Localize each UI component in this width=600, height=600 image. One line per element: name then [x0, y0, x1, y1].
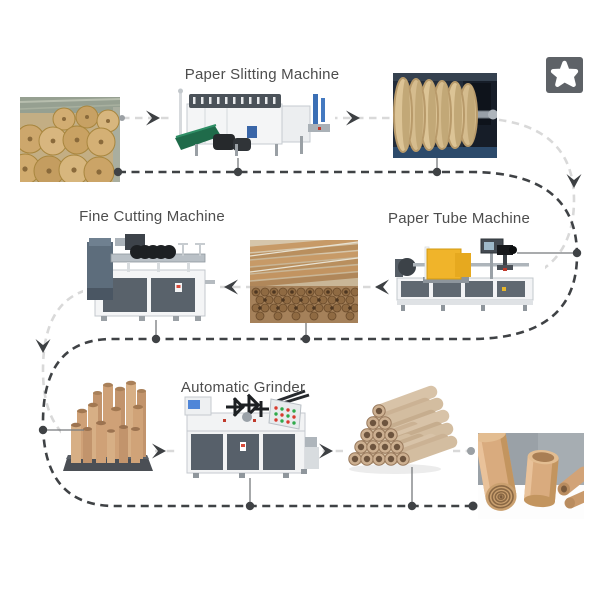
stacked-paper-tubes-photo: [343, 383, 458, 475]
favorite-button[interactable]: [546, 57, 583, 93]
flow-node-dots: [38, 167, 582, 511]
flow-line-dark: [41, 170, 579, 508]
label-paper-slitting-machine: Paper Slitting Machine: [185, 66, 339, 83]
light-line-end-dots: [119, 115, 475, 455]
label-fine-cutting-machine: Fine Cutting Machine: [79, 208, 225, 225]
paper-slitting-machine-image: [173, 84, 335, 162]
star-icon: [550, 60, 579, 87]
automatic-grinder-image: [177, 389, 321, 479]
fine-cutting-machine-image: [83, 226, 217, 322]
cut-tubes-standing-photo: [61, 380, 155, 481]
slitted-paper-rolls-photo: [393, 73, 497, 158]
raw-paper-rolls-photo: [20, 97, 120, 182]
finished-paper-cores-photo: [478, 433, 584, 519]
label-paper-tube-machine: Paper Tube Machine: [388, 210, 530, 227]
paper-tubes-bundle-photo: [250, 240, 358, 323]
label-automatic-grinder: Automatic Grinder: [181, 379, 305, 396]
paper-tube-machine-image: [387, 233, 545, 313]
